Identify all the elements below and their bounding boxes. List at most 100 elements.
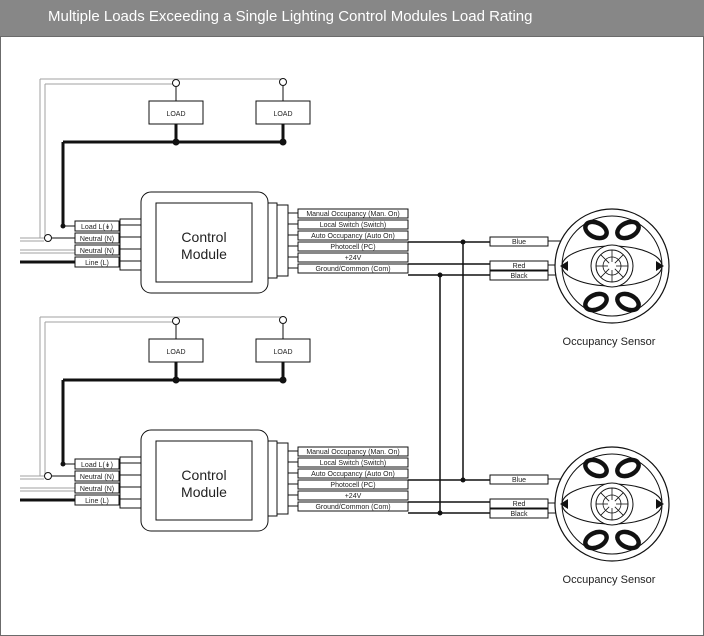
input-terminal-label-1: Load L(↡) [81, 223, 113, 231]
output-terminal-2 [297, 457, 409, 468]
output-terminal-label-3: Auto Occupancy (Auto On) [311, 471, 395, 478]
output-terminal-label-5: +24V [345, 493, 362, 500]
load-label-1: LOAD [166, 349, 185, 356]
input-terminal-3 [74, 482, 120, 494]
sensor-dome-spoke [614, 506, 624, 516]
control-module-label-line1: Control [181, 467, 226, 483]
output-connector-strip [267, 202, 278, 279]
sensor-lens-highlight-1 [587, 462, 605, 474]
sensor-lens-highlight-2 [619, 224, 637, 236]
sensor-side-tab-left [560, 499, 568, 509]
sensor-wire-label-red: Red [513, 501, 526, 508]
sensor-dome-inner [602, 494, 622, 514]
output-terminal-label-1: Manual Occupancy (Man. On) [306, 449, 399, 456]
output-terminal-label-6: Ground/Common (Com) [315, 504, 390, 511]
output-terminal-label-1: Manual Occupancy (Man. On) [306, 211, 399, 218]
input-terminal-label-3: Neutral (N) [80, 248, 114, 255]
output-terminal-1 [297, 208, 409, 219]
control-module-label-line1: Control [181, 229, 226, 245]
sensor-lens-highlight-4 [619, 534, 637, 546]
terminal-ring [279, 78, 287, 86]
load-label-1: LOAD [166, 111, 185, 118]
sensor-label: Occupancy Sensor [563, 574, 656, 586]
output-connector-block [276, 442, 289, 515]
output-terminal-4 [297, 241, 409, 252]
input-terminal-1 [74, 458, 120, 470]
sensor-dome-spoke [600, 254, 610, 264]
output-terminal-1 [297, 446, 409, 457]
input-terminal-label-2: Neutral (N) [80, 474, 114, 481]
input-terminal-4 [74, 494, 120, 506]
input-terminal-2 [74, 470, 120, 482]
input-connector-strip [119, 218, 142, 271]
input-terminal-label-3: Neutral (N) [80, 486, 114, 493]
junction-dot [172, 376, 180, 384]
output-connector-strip [267, 440, 278, 517]
output-terminal-label-5: +24V [345, 255, 362, 262]
input-terminal-label-4: Line (L) [85, 260, 109, 267]
output-terminal-label-6: Ground/Common (Com) [315, 266, 390, 273]
input-terminal-2 [74, 232, 120, 244]
diagram-title: Multiple Loads Exceeding a Single Lighti… [48, 8, 533, 25]
terminal-ring [44, 472, 52, 480]
sensor-dome-spoke [614, 268, 624, 278]
output-terminal-3 [297, 230, 409, 241]
sensor-lens-highlight-3 [587, 296, 605, 308]
sensor-dome-spoke [600, 268, 610, 278]
output-terminal-label-4: Photocell (PC) [330, 244, 375, 251]
sensor-lens-highlight-2 [619, 462, 637, 474]
sensor-lens-highlight-4 [619, 296, 637, 308]
sensor-dome-spoke [614, 492, 624, 502]
sensor-label: Occupancy Sensor [563, 336, 656, 348]
input-terminal-label-4: Line (L) [85, 498, 109, 505]
control-module-label-line2: Module [181, 246, 227, 262]
control-module-panel [155, 202, 253, 283]
load-label-2: LOAD [273, 349, 292, 356]
terminal-ring [44, 234, 52, 242]
input-connector-strip [119, 456, 142, 509]
input-terminal-label-2: Neutral (N) [80, 236, 114, 243]
terminal-ring [279, 316, 287, 324]
terminal-ring [172, 317, 180, 325]
output-terminal-5 [297, 490, 409, 501]
input-terminal-3 [74, 244, 120, 256]
output-connector-block [276, 204, 289, 277]
terminal-ring [172, 79, 180, 87]
title-bar: Multiple Loads Exceeding a Single Lighti… [0, 0, 704, 37]
sensor-dome-spoke [600, 492, 610, 502]
output-terminal-6 [297, 263, 409, 274]
sensor-side-tab-left [560, 261, 568, 271]
sensor-wire-label-red: Red [513, 263, 526, 270]
junction-dot [172, 138, 180, 146]
sensor-trunk-wires [439, 242, 464, 513]
sensor-wire-label-blue: Blue [512, 477, 526, 484]
wiring-section-1: LOAD LOAD Load L(↡) Neutral (N) Neutral (N) L… [20, 78, 670, 348]
output-terminal-6 [297, 501, 409, 512]
output-terminal-label-2: Local Switch (Switch) [320, 460, 387, 467]
output-terminal-label-2: Local Switch (Switch) [320, 222, 387, 229]
junction-dot [279, 376, 287, 384]
output-terminal-label-3: Auto Occupancy (Auto On) [311, 233, 395, 240]
control-module-panel [155, 440, 253, 521]
output-terminal-label-4: Photocell (PC) [330, 482, 375, 489]
sensor-side-tab-right [656, 261, 664, 271]
sensor-wire-label-blue: Blue [512, 239, 526, 246]
input-terminal-4 [74, 256, 120, 268]
sensor-side-tab-right [656, 499, 664, 509]
output-terminal-2 [297, 219, 409, 230]
sensor-lens-highlight-3 [587, 534, 605, 546]
input-terminal-label-1: Load L(↡) [81, 461, 113, 469]
sensor-wire-label-black: Black [510, 511, 528, 518]
output-terminal-4 [297, 479, 409, 490]
output-terminal-5 [297, 252, 409, 263]
input-terminal-1 [74, 220, 120, 232]
wiring-section-2: LOAD LOAD Load L(↡) Neutral (N) Neutral (N) L… [20, 316, 670, 586]
load-label-2: LOAD [273, 111, 292, 118]
output-terminal-3 [297, 468, 409, 479]
sensor-wire-label-black: Black [510, 273, 528, 280]
junction-dot [279, 138, 287, 146]
control-module-label-line2: Module [181, 484, 227, 500]
sensor-lens-highlight-1 [587, 224, 605, 236]
sensor-dome-spoke [614, 254, 624, 264]
